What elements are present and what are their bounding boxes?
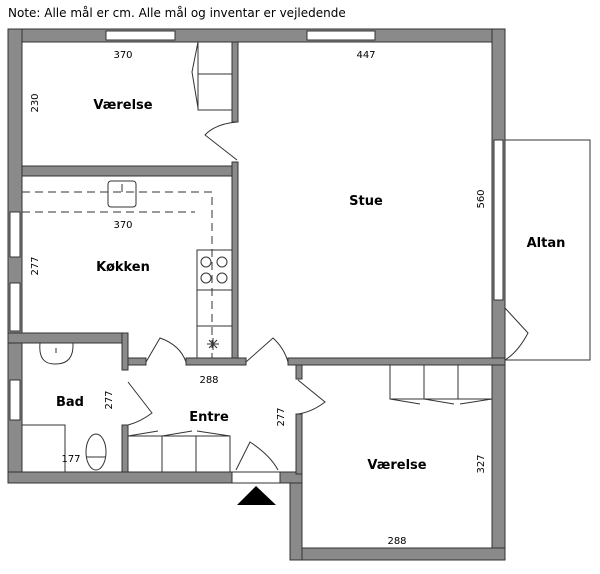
toilet-icon [85,433,107,471]
entrance-arrow-icon [237,486,276,505]
doors[interactable] [127,121,529,471]
wardrobe-vaerelse1 [191,41,233,111]
bathroom-sink-icon [39,342,74,365]
dim-bad-depth: 277 [104,390,115,409]
dim-vaerelse2-depth: 327 [476,454,487,473]
dim-kokken-depth: 277 [30,256,41,275]
room-label-bad: Bad [56,395,84,410]
dim-entre-depth: 277 [276,407,287,426]
room-label-vaerelse2: Værelse [367,458,426,473]
dim-bad-width: 177 [61,454,80,465]
room-label-entre: Entre [189,410,229,425]
wardrobe-vaerelse2 [389,364,493,405]
room-label-kokken: Køkken [96,260,150,275]
kitchen-counter [22,191,233,359]
kitchen-sink-icon [107,180,137,208]
dim-kokken-width: 370 [113,220,132,231]
dim-vaerelse1-width: 370 [113,50,132,61]
disclaimer-note: Note: Alle mål er cm. Alle mål og invent… [8,6,346,20]
dim-stue-depth: 560 [476,189,487,208]
shower-area [22,424,66,472]
room-label-stue: Stue [349,194,383,209]
windows [9,30,504,484]
dim-stue-width: 447 [356,50,375,61]
interior-walls [7,41,506,475]
wardrobe-entre [127,430,231,473]
room-label-altan: Altan [527,236,566,251]
room-label-vaerelse1: Værelse [93,98,152,113]
dim-vaerelse1-depth: 230 [30,93,41,112]
fridge-icon [207,338,219,350]
dim-entre-width: 288 [199,375,218,386]
stove-icon [200,256,228,284]
dim-vaerelse2-width: 288 [387,536,406,547]
